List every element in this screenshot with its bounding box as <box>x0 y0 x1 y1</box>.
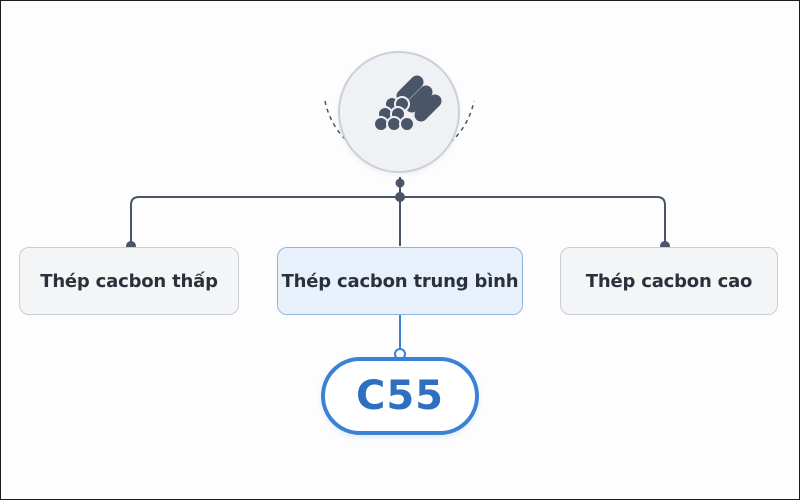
category-node-medium-carbon: Thép cacbon trung bình <box>277 247 523 315</box>
category-node-low-carbon: Thép cacbon thấp <box>19 247 239 315</box>
hub-junction-dot <box>395 178 405 188</box>
category-label: Thép cacbon trung bình <box>281 270 519 292</box>
branch-left-line <box>130 196 400 246</box>
branch-right-line <box>400 196 666 246</box>
root-hub <box>338 51 460 173</box>
category-node-high-carbon: Thép cacbon cao <box>560 247 778 315</box>
category-label: Thép cacbon cao <box>585 270 753 292</box>
branch-junction-dot <box>395 192 405 202</box>
category-label: Thép cacbon thấp <box>40 270 218 292</box>
steel-pipes-icon <box>373 75 442 132</box>
example-grade-badge: C55 <box>321 357 479 435</box>
example-grade-label: C55 <box>355 373 445 419</box>
